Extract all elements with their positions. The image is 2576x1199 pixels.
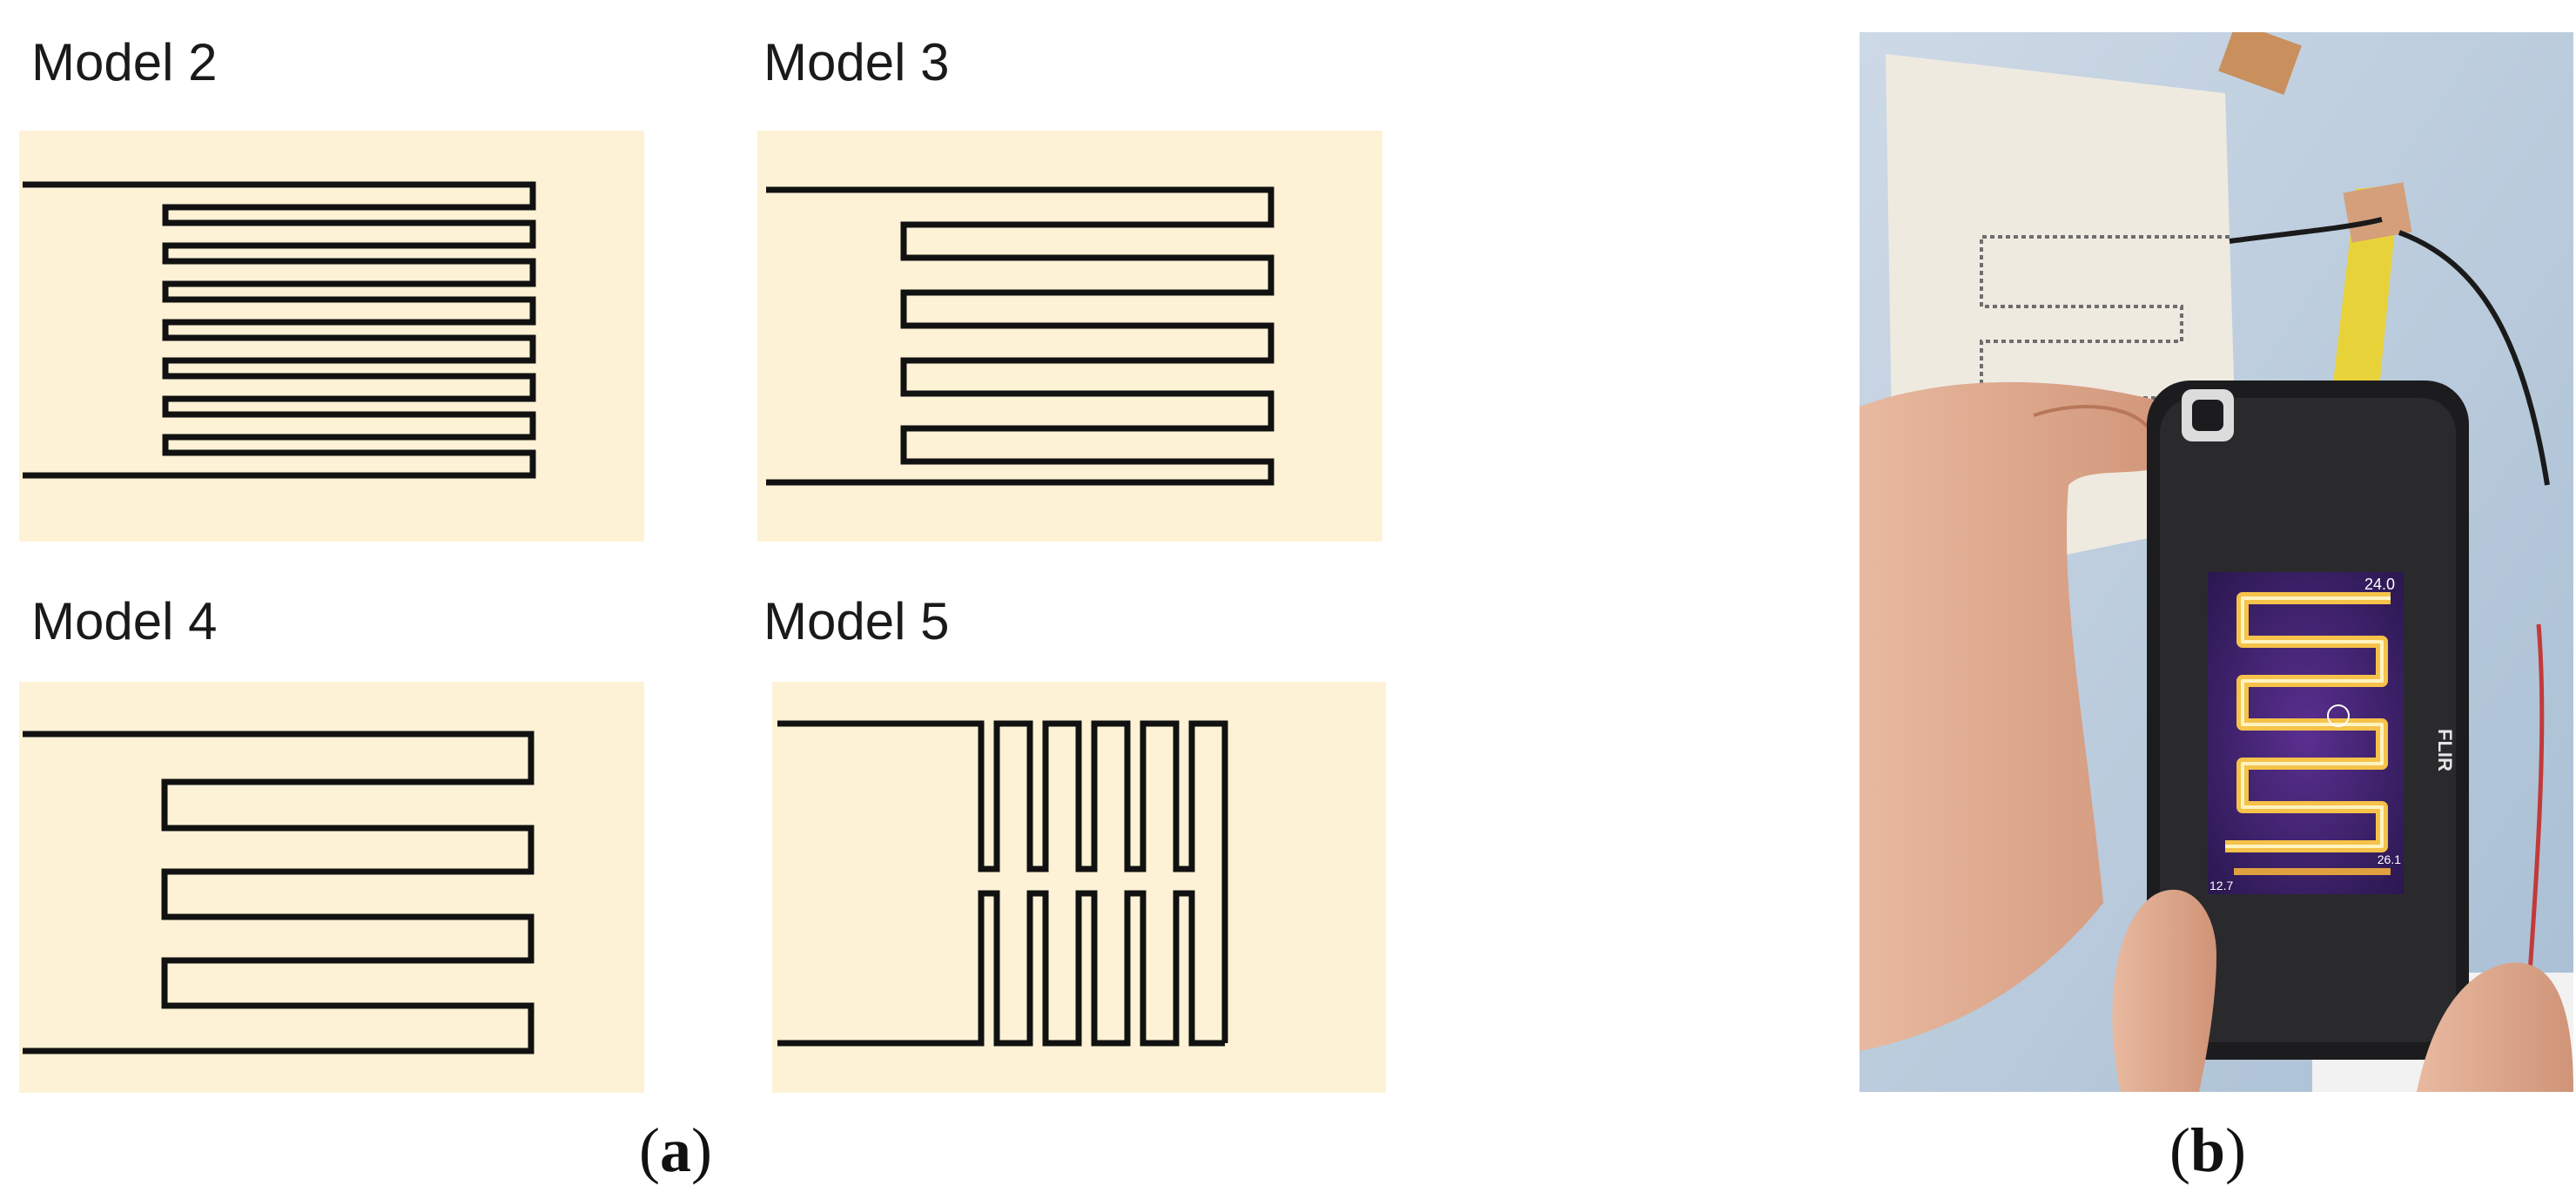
thermal-camera-photo: 24.0 12.7 26.1 FLIR	[1860, 32, 2573, 1092]
model-3-label: Model 3	[763, 33, 950, 91]
model-3-trace	[766, 186, 1275, 486]
caption-a-open: (	[639, 1115, 660, 1185]
model-5-trace	[777, 720, 1228, 1047]
model-4-diagram	[19, 682, 644, 1093]
left-hand	[1860, 381, 2186, 1051]
model-4-trace	[23, 731, 535, 1054]
thermal-hot-core	[2225, 596, 2391, 848]
caption-b-close: )	[2225, 1115, 2247, 1185]
cable-left	[2229, 217, 2383, 244]
lanyard-hole	[2192, 400, 2223, 431]
readout-top: 24.0	[2364, 576, 2395, 593]
model-2-label: Model 2	[31, 33, 218, 91]
copper-pad	[2343, 182, 2412, 243]
caption-a-letter: a	[659, 1115, 691, 1185]
caption-b-open: (	[2169, 1115, 2190, 1185]
crosshair-icon	[2327, 704, 2350, 727]
photo-illustration: 24.0 12.7 26.1 FLIR	[1860, 32, 2573, 1092]
readout-bottom-left: 12.7	[2209, 879, 2233, 893]
caption-b-letter: b	[2189, 1115, 2226, 1185]
model-5-label: Model 5	[763, 592, 950, 650]
right-thumb	[2112, 889, 2216, 1092]
model-4-label: Model 4	[31, 592, 218, 650]
copper-piece	[2218, 32, 2302, 95]
model-5-diagram	[772, 682, 1386, 1093]
right-fingers	[2417, 962, 2573, 1092]
thermal-scale-bar	[2234, 868, 2391, 875]
caption-a: (a)	[639, 1119, 712, 1182]
model-3-diagram	[757, 131, 1382, 542]
caption-b: (b)	[2169, 1119, 2246, 1182]
flir-brand-logo: FLIR	[2434, 729, 2456, 771]
model-2-trace	[23, 181, 536, 479]
readout-bottom-right: 26.1	[2378, 852, 2401, 866]
caption-a-close: )	[690, 1115, 712, 1185]
cable-right	[2398, 230, 2550, 486]
model-2-diagram	[19, 131, 644, 542]
